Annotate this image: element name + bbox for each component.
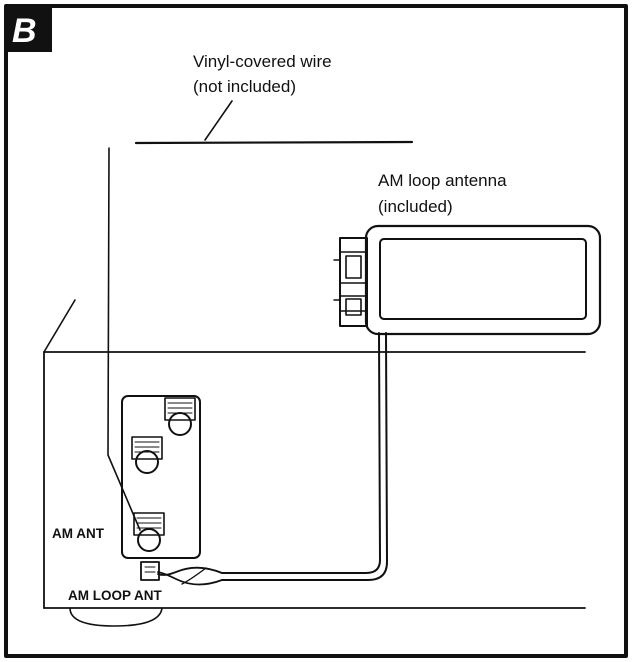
figure-badge-letter: B bbox=[12, 12, 37, 50]
receiver-chassis bbox=[43, 299, 586, 627]
diagram-frame bbox=[4, 4, 628, 658]
loop-antenna-stand bbox=[333, 237, 368, 327]
am-loop-antenna-label-line1: AM loop antenna bbox=[378, 171, 507, 190]
vinyl-wire-horizontal bbox=[134, 140, 414, 145]
am-loop-antenna-label-line2: (included) bbox=[378, 197, 453, 216]
antenna-terminal-2 bbox=[131, 436, 163, 474]
loop-antenna-cable bbox=[157, 332, 388, 586]
vinyl-wire-label-line1: Vinyl-covered wire bbox=[193, 52, 332, 71]
am-loop-ant-terminal-label: AM LOOP ANT bbox=[68, 588, 163, 603]
antenna-terminal-1 bbox=[164, 397, 196, 436]
terminal-panel bbox=[121, 395, 201, 559]
am-ant-terminal bbox=[133, 512, 165, 552]
am-ant-terminal-label: AM ANT bbox=[52, 526, 105, 541]
am-loop-ant-connector bbox=[140, 561, 160, 581]
vinyl-wire-drop bbox=[107, 147, 141, 531]
vinyl-wire-label-line2: (not included) bbox=[193, 77, 296, 96]
am-loop-antenna bbox=[333, 224, 602, 336]
vinyl-wire-leader-line bbox=[204, 100, 233, 141]
figure-badge: B bbox=[6, 6, 52, 52]
